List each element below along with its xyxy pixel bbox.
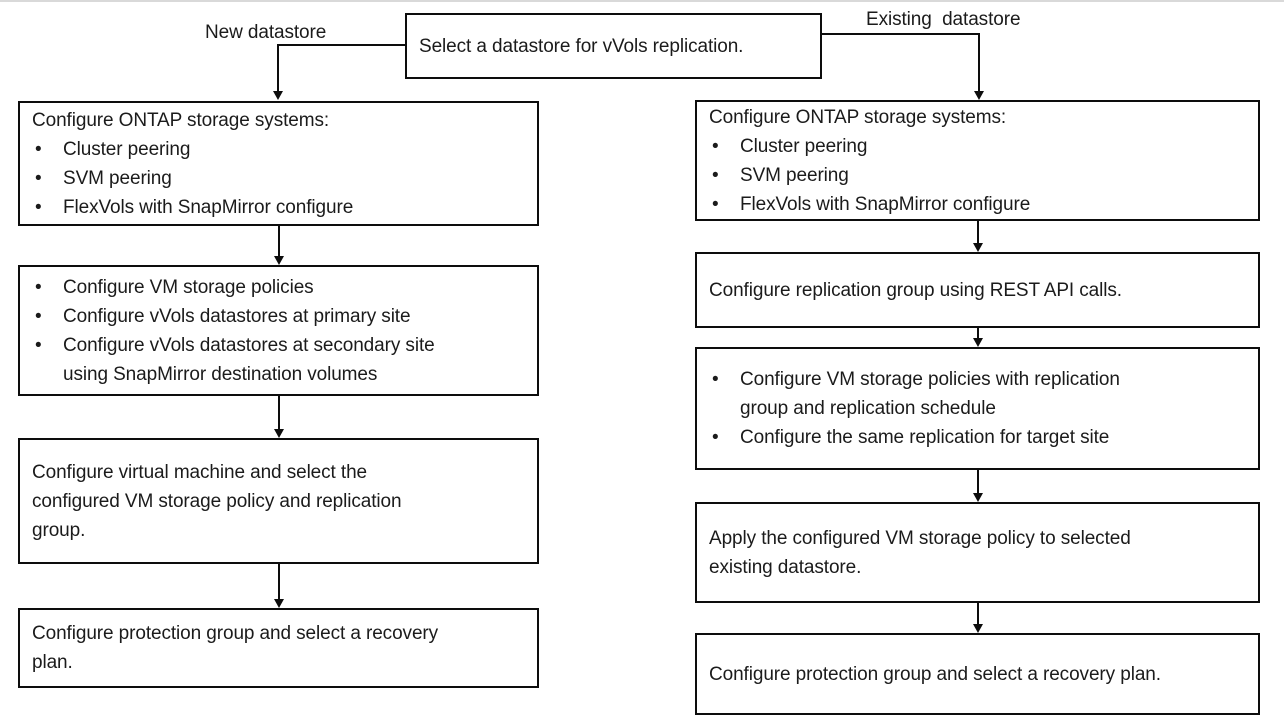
box-text: Configure virtual machine and select the… <box>32 461 402 541</box>
bullet-marker-icon: • <box>35 305 42 327</box>
connector-left-branch-hline <box>277 44 406 46</box>
connector-right-2-arrowhead-icon <box>973 338 983 347</box>
branch-label-existing-datastore: Existing datastore <box>866 9 1021 30</box>
bullet-text: Cluster peering <box>63 138 191 160</box>
bullet-text: SVM peering <box>63 167 172 189</box>
box-heading: Configure ONTAP storage systems: <box>709 106 1007 128</box>
root-box-text: Select a datastore for vVols replication… <box>419 35 744 57</box>
bullet-marker-icon: • <box>35 138 42 160</box>
connector-left-branch-arrowhead-icon <box>273 91 283 100</box>
connector-right-4-arrowhead-icon <box>973 624 983 633</box>
flow-box-left-3-configure-virtual-machine: Configure virtual machine and select the… <box>18 438 539 564</box>
connector-right-2-vline <box>977 328 979 338</box>
box-text: Configure replication group using REST A… <box>709 279 1122 301</box>
bullet-item: • Cluster peering <box>32 135 525 164</box>
flow-box-right-5-protection-group: Configure protection group and select a … <box>695 633 1260 715</box>
connector-right-3-arrowhead-icon <box>973 493 983 502</box>
connector-left-1-vline <box>278 226 280 256</box>
connector-right-1-arrowhead-icon <box>973 243 983 252</box>
flow-box-right-1-configure-ontap: Configure ONTAP storage systems: • Clust… <box>695 100 1260 221</box>
bullet-marker-icon: • <box>35 196 42 218</box>
connector-left-3-vline <box>278 564 280 599</box>
flow-box-right-3-vm-storage-policies: • Configure VM storage policies with rep… <box>695 347 1260 470</box>
connector-right-branch-vline <box>978 33 980 91</box>
flow-box-left-4-protection-group: Configure protection group and select a … <box>18 608 539 688</box>
branch-label-new-datastore: New datastore <box>205 22 327 43</box>
flow-box-right-4-apply-vm-storage-policy: Apply the configured VM storage policy t… <box>695 502 1260 603</box>
bullet-text: FlexVols with SnapMirror configure <box>740 193 1031 215</box>
bullet-marker-icon: • <box>712 427 719 448</box>
bullet-item: • Configure VM storage policies with rep… <box>709 365 1246 423</box>
bullet-item: • SVM peering <box>32 164 525 193</box>
connector-left-branch-vline <box>277 44 279 91</box>
bullet-item: • Configure vVols datastores at primary … <box>32 302 525 331</box>
connector-right-branch-hline <box>821 33 979 35</box>
box-text: Apply the configured VM storage policy t… <box>709 527 1131 578</box>
bullet-item: • Configure vVols datastores at secondar… <box>32 331 525 389</box>
bullet-marker-icon: • <box>35 334 42 356</box>
bullet-item: • Configure VM storage policies <box>32 273 525 302</box>
flow-box-left-1-configure-ontap: Configure ONTAP storage systems: • Clust… <box>18 101 539 226</box>
bullet-marker-icon: • <box>35 276 42 298</box>
connector-left-2-vline <box>278 396 280 429</box>
connector-right-1-vline <box>977 221 979 243</box>
connector-left-2-arrowhead-icon <box>274 429 284 438</box>
bullet-item: • Configure the same replication for tar… <box>709 423 1246 452</box>
bullet-text: Configure VM storage policies with repli… <box>740 369 1120 419</box>
box-text: Configure protection group and select a … <box>709 663 1161 685</box>
top-edge-line <box>0 0 1284 2</box>
connector-right-branch-arrowhead-icon <box>974 91 984 100</box>
bullet-text: Cluster peering <box>740 135 868 157</box>
bullet-item: • SVM peering <box>709 161 1246 190</box>
connector-left-3-arrowhead-icon <box>274 599 284 608</box>
bullet-text: Configure vVols datastores at primary si… <box>63 305 411 327</box>
bullet-marker-icon: • <box>712 135 719 157</box>
bullet-text: Configure VM storage policies <box>63 276 314 298</box>
connector-right-4-vline <box>977 603 979 624</box>
bullet-item: • FlexVols with SnapMirror configure <box>32 193 525 222</box>
bullet-text: FlexVols with SnapMirror configure <box>63 196 354 218</box>
box-heading: Configure ONTAP storage systems: <box>32 109 330 131</box>
bullet-item: • FlexVols with SnapMirror configure <box>709 190 1246 219</box>
bullet-text: Configure vVols datastores at secondary … <box>63 334 435 385</box>
connector-right-3-vline <box>977 470 979 493</box>
box-text: Configure protection group and select a … <box>32 623 439 673</box>
bullet-item: • Cluster peering <box>709 132 1246 161</box>
connector-left-1-arrowhead-icon <box>274 256 284 265</box>
bullet-marker-icon: • <box>35 167 42 189</box>
bullet-marker-icon: • <box>712 369 719 390</box>
bullet-text: SVM peering <box>740 164 849 186</box>
flow-box-root-select-datastore: Select a datastore for vVols replication… <box>405 13 822 79</box>
bullet-marker-icon: • <box>712 193 719 215</box>
bullet-text: Configure the same replication for targe… <box>740 427 1110 448</box>
bullet-marker-icon: • <box>712 164 719 186</box>
flow-box-left-2-vm-storage-policies: • Configure VM storage policies • Config… <box>18 265 539 396</box>
flow-box-right-2-replication-group-rest-api: Configure replication group using REST A… <box>695 252 1260 328</box>
